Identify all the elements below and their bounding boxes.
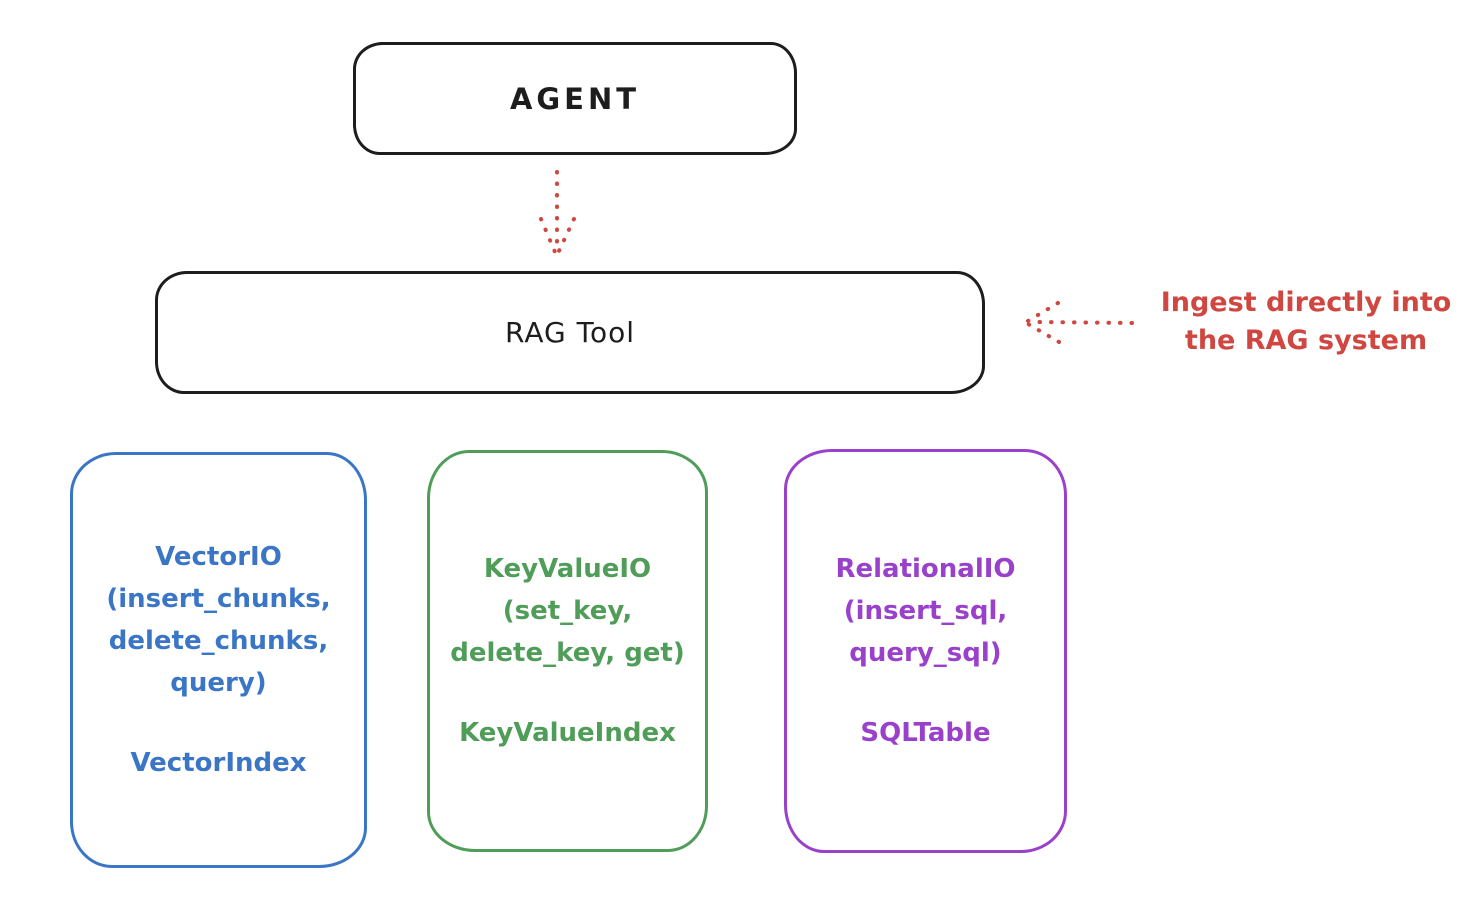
rag-tool-box-label: RAG Tool xyxy=(505,316,635,349)
agent-box-label: AGENT xyxy=(509,81,641,116)
relational-io-box: RelationalIO (insert_sql, query_sql) SQL… xyxy=(784,449,1067,853)
relational-io-methods-label: RelationalIO (insert_sql, query_sql) xyxy=(835,554,1016,668)
ingest-dotted-arrow-icon xyxy=(1026,301,1134,344)
vector-index-label: VectorIndex xyxy=(130,748,307,778)
agent-box: AGENT xyxy=(353,42,797,155)
key-value-io-methods-label: KeyValueIO (set_key, delete_key, get) xyxy=(450,554,685,668)
rag-tool-box: RAG Tool xyxy=(155,271,985,394)
key-value-index-label: KeyValueIndex xyxy=(459,718,676,748)
sql-table-label: SQLTable xyxy=(860,718,991,748)
ingest-annotation: Ingest directly into the RAG system xyxy=(1160,287,1452,356)
key-value-io-box: KeyValueIO (set_key, delete_key, get) Ke… xyxy=(427,450,708,852)
vector-io-methods-label: VectorIO (insert_chunks, delete_chunks, … xyxy=(106,542,331,698)
vector-io-box: VectorIO (insert_chunks, delete_chunks, … xyxy=(70,452,367,868)
agent-to-rag-dotted-arrow-icon xyxy=(539,170,576,255)
